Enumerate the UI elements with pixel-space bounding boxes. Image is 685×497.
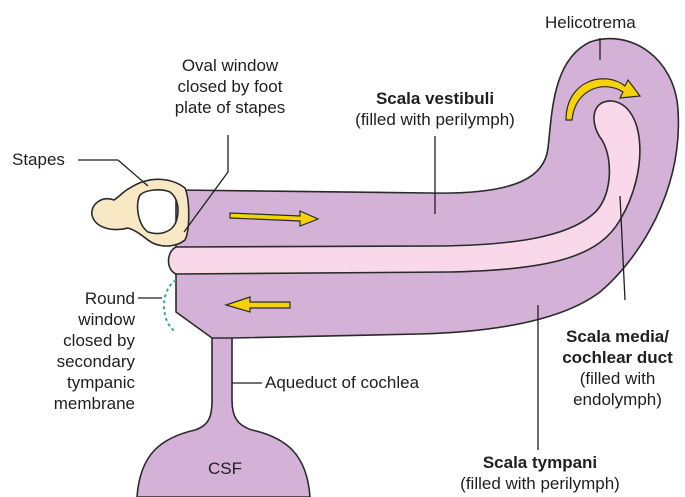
round-window-membrane [164, 280, 176, 332]
scala-media-label: Scala media/ cochlear duct (filled with … [555, 326, 680, 410]
stapes-label: Stapes [12, 149, 65, 170]
scala-tympani-label: Scala tympani (filled with perilymph) [440, 452, 640, 494]
oval-window-label: Oval window closed by foot plate of stap… [160, 55, 300, 118]
scala-vestibuli-label: Scala vestibuli (filled with perilymph) [330, 88, 540, 130]
aqueduct-label: Aqueduct of cochlea [265, 372, 419, 393]
stapes-bone [92, 179, 189, 246]
round-window-label: Round window closed by secondary tympani… [50, 288, 135, 414]
helicotrema-label: Helicotrema [545, 12, 636, 33]
stapes-leader [78, 160, 148, 186]
csf-label: CSF [195, 458, 255, 479]
